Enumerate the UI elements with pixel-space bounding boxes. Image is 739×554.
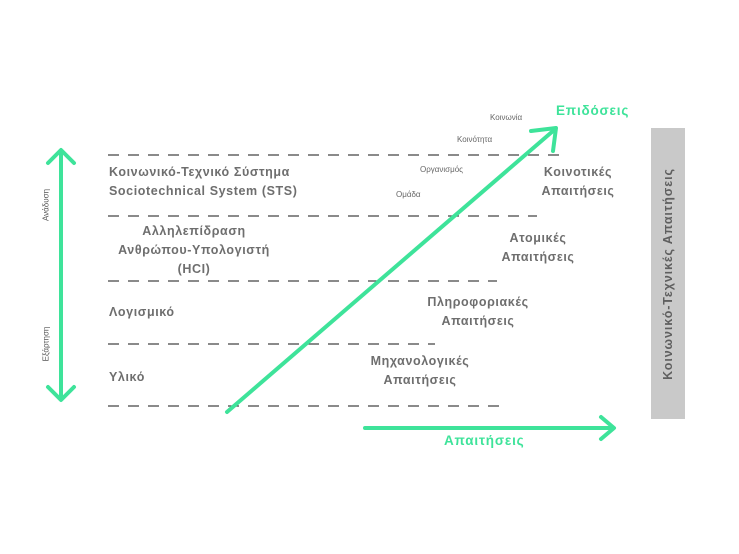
layer-label-software: Λογισμικό	[109, 303, 175, 322]
scale-label-society: Κοινωνία	[490, 113, 523, 122]
scale-label-group: Ομάδα	[396, 190, 421, 199]
sidebar-label: Κοινωνικό-Τεχνικές Απαιτήσεις	[661, 167, 675, 380]
sociotechnical-requirements-bar: Κοινωνικό-Τεχνικές Απαιτήσεις	[651, 128, 685, 419]
layer-label-line: Ανθρώπου-Υπολογιστή	[118, 243, 270, 257]
requirements-arrow	[363, 415, 616, 441]
layer-label-line: Sociotechnical System (STS)	[109, 184, 298, 198]
requirement-line: Ατομικές	[509, 231, 567, 245]
requirement-line: Απαιτήσεις	[501, 250, 575, 264]
requirement-line: Απαιτήσεις	[541, 184, 615, 198]
requirement-line: Κοινοτικές	[543, 165, 613, 179]
dependence-label: Εξάρτηση	[41, 326, 51, 362]
requirement-label-community: Κοινοτικές Απαιτήσεις	[528, 163, 628, 201]
requirement-label-information: Πληροφοριακές Απαιτήσεις	[418, 293, 538, 331]
scale-label-organization: Οργανισμός	[420, 165, 464, 174]
layer-label-sts: Κοινωνικό-Τεχνικό Σύστημα Sociotechnical…	[109, 163, 297, 201]
requirement-line: Μηχανολογικές	[370, 354, 470, 368]
layer-label-line: Κοινωνικό-Τεχνικό Σύστημα	[109, 165, 290, 179]
emergence-label: Ανάδυση	[41, 188, 51, 222]
layer-label-hardware: Υλικό	[109, 368, 145, 387]
requirement-line: Απαιτήσεις	[441, 314, 515, 328]
scale-label-community: Κοινότητα	[457, 135, 493, 144]
performance-axis-label: Επιδόσεις	[556, 103, 630, 118]
layer-label-line: Υλικό	[109, 370, 145, 384]
layer-label-line: Αλληλεπίδραση	[142, 224, 246, 238]
requirement-line: Πληροφοριακές	[427, 295, 529, 309]
layer-label-hci: Αλληλεπίδραση Ανθρώπου-Υπολογιστή (HCI)	[109, 222, 279, 279]
performance-arrow	[225, 126, 558, 414]
emergence-dependence-arrow	[46, 148, 76, 402]
requirement-label-mechanical: Μηχανολογικές Απαιτήσεις	[360, 352, 480, 390]
requirements-axis-label: Απαιτήσεις	[444, 433, 525, 448]
requirement-line: Απαιτήσεις	[383, 373, 457, 387]
layer-label-line: (HCI)	[177, 262, 211, 276]
requirement-label-personal: Ατομικές Απαιτήσεις	[488, 229, 588, 267]
layer-label-line: Λογισμικό	[109, 305, 175, 319]
